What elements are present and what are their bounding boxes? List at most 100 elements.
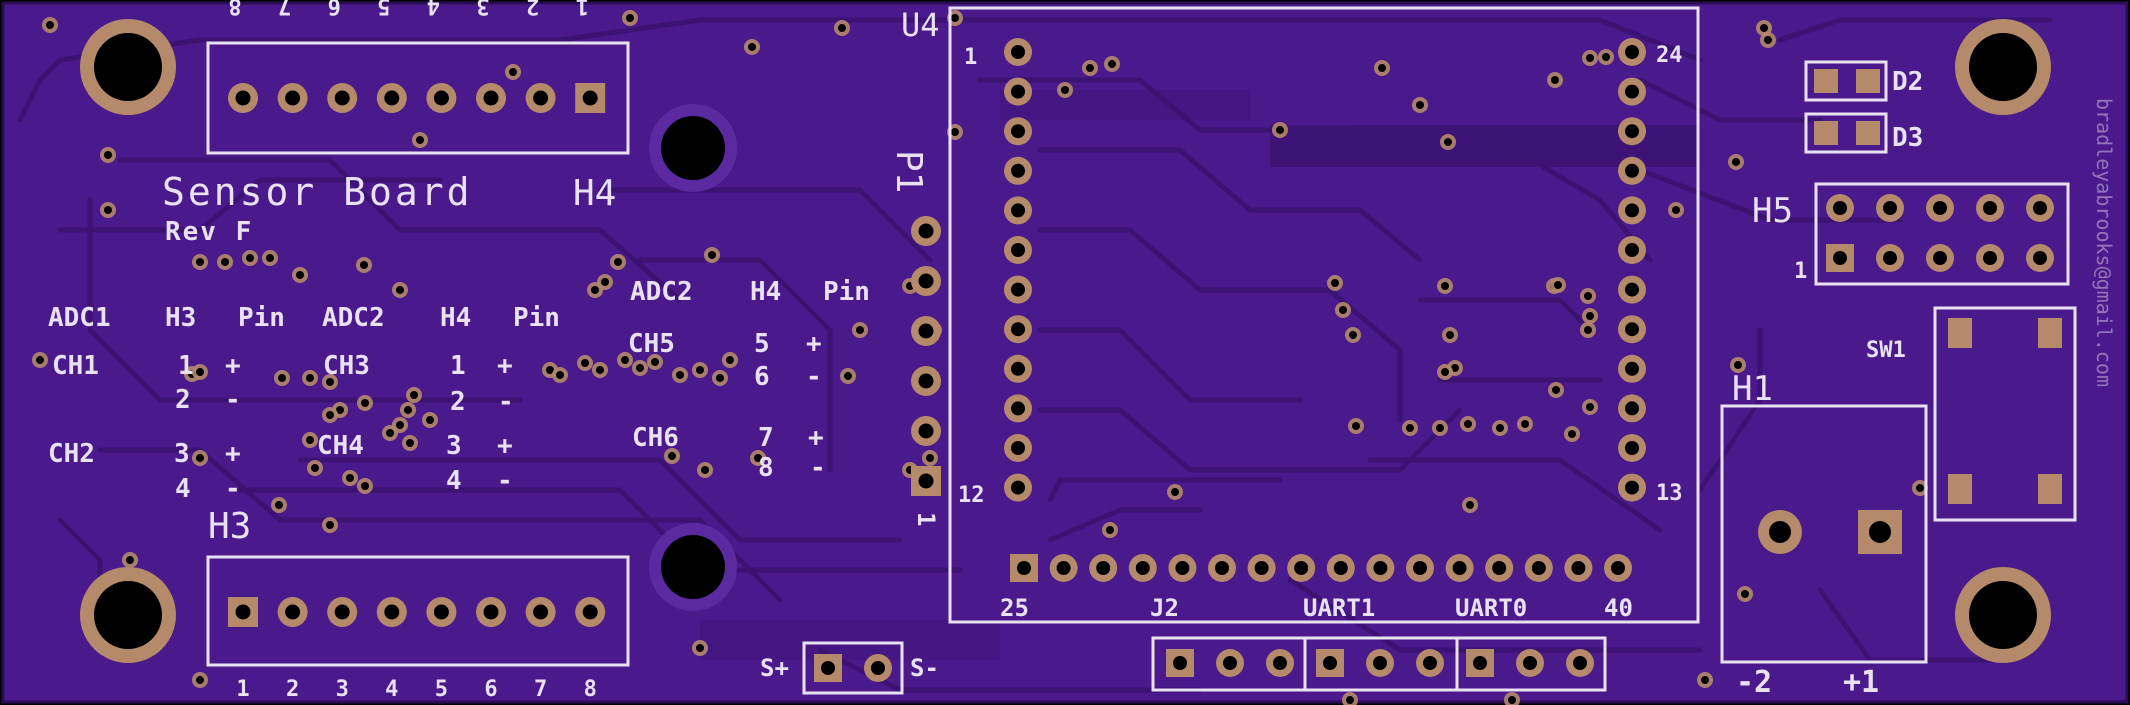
via — [32, 352, 48, 368]
j2-pad — [1089, 554, 1118, 582]
h5-pad — [1826, 244, 1854, 272]
p1-pad — [911, 466, 941, 496]
via — [1547, 72, 1563, 88]
uart-pads — [1166, 649, 1594, 677]
via — [1374, 60, 1390, 76]
via — [834, 20, 850, 36]
via — [577, 355, 593, 371]
via — [1057, 82, 1073, 98]
j2-pad — [1168, 554, 1197, 582]
u4-pad — [1618, 315, 1646, 344]
via — [647, 354, 663, 370]
via — [1440, 134, 1456, 150]
via — [217, 254, 233, 270]
h4-pin-number: 6 — [328, 0, 341, 18]
credit-text: bradleyabrooks@gmail.com — [2092, 98, 2116, 387]
via — [1412, 97, 1428, 113]
uart0-outline — [1455, 636, 1607, 692]
u4-pin1-label: 1 — [964, 45, 977, 70]
h1-plus-label: +1 — [1843, 665, 1879, 700]
via — [322, 407, 338, 423]
mounting-holes — [80, 19, 2051, 663]
pin-number: 2 — [450, 387, 466, 417]
j2-pad — [1208, 554, 1236, 582]
h3-pad — [376, 597, 407, 627]
via — [302, 370, 318, 386]
uart-pad — [1266, 649, 1294, 677]
via — [242, 250, 258, 266]
channel-label: CH1 — [52, 351, 99, 381]
h5-pad — [1876, 244, 1904, 272]
j2-pin40-label: 40 — [1604, 594, 1633, 622]
via — [1342, 692, 1358, 705]
h4-pad — [476, 83, 506, 113]
u4-pad — [1004, 77, 1032, 106]
mounting-hole — [1955, 19, 2051, 115]
d3-pad — [1856, 121, 1880, 145]
pin-sign: - — [498, 387, 514, 417]
via — [1082, 60, 1098, 76]
via — [664, 448, 680, 464]
via — [1460, 416, 1476, 432]
via — [400, 402, 416, 418]
channel-label: CH5 — [628, 329, 675, 359]
table-adc1-label: ADC1 — [48, 303, 111, 333]
u4-pad — [1004, 473, 1032, 502]
j2-pads — [1010, 554, 1632, 582]
via — [192, 254, 208, 270]
pin-sign: + — [497, 431, 513, 461]
table-pin-label: Pin — [238, 303, 285, 333]
u4-pad — [1618, 196, 1646, 225]
j2-pad — [1049, 554, 1078, 582]
u4-pad — [1618, 77, 1646, 106]
via — [704, 247, 720, 263]
s-plus-label: S+ — [760, 654, 789, 682]
h4-pad — [327, 83, 358, 113]
sw1-outline — [1933, 306, 2077, 522]
h4-pad — [525, 83, 556, 113]
via — [552, 367, 568, 383]
j2-pin25-label: 25 — [1000, 594, 1029, 622]
u4-pad — [1004, 117, 1032, 146]
via — [1402, 420, 1418, 436]
sw1-pad — [2038, 318, 2062, 348]
u4-right-pads — [1618, 38, 1646, 502]
sw1-pad — [2038, 474, 2062, 504]
uart-pad — [1216, 649, 1244, 677]
u4-pad — [1004, 38, 1032, 66]
via — [1564, 426, 1580, 442]
h4-pin-number: 3 — [476, 0, 489, 18]
via — [1582, 50, 1598, 66]
u4-label: U4 — [901, 6, 940, 44]
channel-label: CH3 — [323, 351, 370, 381]
via — [322, 374, 338, 390]
copper-traces — [17, 17, 2053, 693]
h3-label: H3 — [208, 506, 251, 547]
channel-label: CH2 — [48, 439, 95, 469]
u4-pin13-label: 13 — [1656, 481, 1683, 506]
p1-connector: P1 1 — [888, 150, 941, 526]
u4-pad — [1004, 236, 1032, 264]
table-pin-label: Pin — [823, 277, 870, 307]
h5-pads — [1826, 194, 2054, 272]
via — [1598, 49, 1614, 65]
via — [406, 387, 422, 403]
h3-pin-number: 7 — [534, 677, 547, 702]
h5-pad — [2026, 244, 2054, 272]
p1-pad — [911, 366, 941, 396]
sensor-connector-outline — [802, 641, 904, 695]
via — [342, 470, 358, 486]
uart-pad — [1516, 649, 1544, 677]
pin-number: 3 — [446, 431, 462, 461]
via — [292, 267, 308, 283]
pin-number: 3 — [174, 439, 190, 469]
pin-number: 5 — [754, 329, 770, 359]
mounting-hole — [649, 523, 737, 611]
h3-pads — [228, 597, 606, 627]
h3-pad — [327, 597, 358, 627]
via — [1517, 416, 1533, 432]
u4-pin24-label: 24 — [1656, 43, 1683, 68]
d3-pad — [1814, 121, 1838, 145]
via — [712, 370, 728, 386]
h5-pad — [1976, 244, 2004, 272]
